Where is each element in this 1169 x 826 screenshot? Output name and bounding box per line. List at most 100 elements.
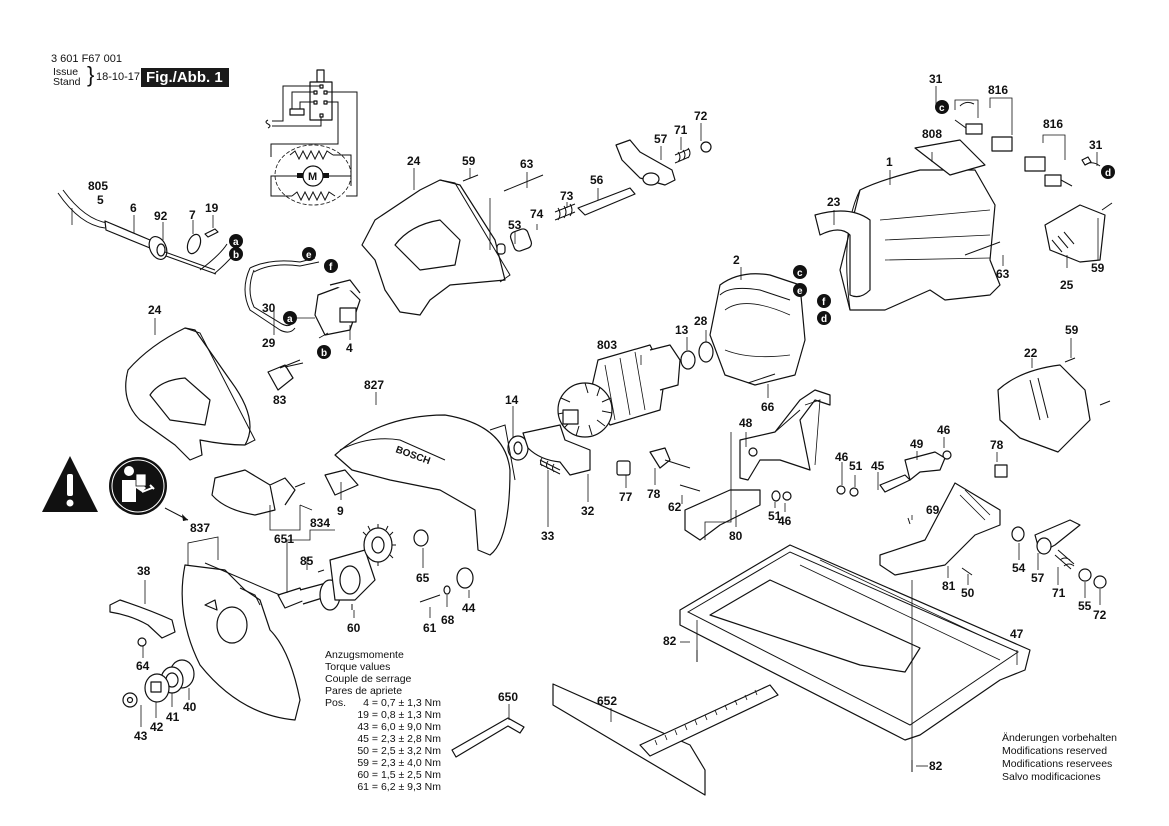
label-57-right: 57 xyxy=(1031,571,1045,585)
svg-text:b: b xyxy=(321,348,327,359)
label-45: 45 xyxy=(871,459,885,473)
torque-row: 19 = 0,8 ± 1,3 Nm xyxy=(325,709,441,721)
label-59-fan-cover: 59 xyxy=(1065,323,1079,337)
label-53: 53 xyxy=(508,218,522,232)
label-33: 33 xyxy=(541,529,555,543)
label-71-right: 71 xyxy=(1052,586,1066,600)
label-55: 55 xyxy=(1078,599,1092,613)
torque-value: = 2,3 ± 2,8 Nm xyxy=(369,733,442,745)
svg-text:f: f xyxy=(822,297,826,308)
torque-position: 43 xyxy=(357,721,369,733)
note-de: Änderungen vorbehalten xyxy=(1002,732,1118,744)
label-44: 44 xyxy=(462,601,476,615)
modification-notes: Änderungen vorbehalten Modifications res… xyxy=(1002,732,1117,784)
label-62: 62 xyxy=(668,500,682,514)
torque-row: 59 = 2,3 ± 4,0 Nm xyxy=(325,757,441,769)
torque-row: 60 = 1,5 ± 2,5 Nm xyxy=(325,769,441,781)
torque-heading-de: Anzugsmomente xyxy=(325,649,404,661)
note-fr: Modifications reservees xyxy=(1002,758,1113,770)
label-650: 650 xyxy=(498,690,518,704)
torque-position: 59 xyxy=(357,757,369,769)
torque-row: 61 = 6,2 ± 9,3 Nm xyxy=(325,781,441,793)
wiring-schematic: M xyxy=(265,69,358,206)
label-72-right: 72 xyxy=(1093,608,1107,622)
figure-label: Fig./Abb. 1 xyxy=(141,68,229,87)
svg-text:e: e xyxy=(306,250,312,261)
torque-values-table: Anzugsmomente Torque values Couple de se… xyxy=(325,649,441,793)
motor-symbol: M xyxy=(308,171,317,183)
label-66: 66 xyxy=(761,400,775,414)
label-22: 22 xyxy=(1024,346,1038,360)
svg-text:a: a xyxy=(287,314,293,325)
bevel-bracket xyxy=(649,389,831,541)
label-7: 7 xyxy=(189,208,196,222)
torque-value: = 2,3 ± 4,0 Nm xyxy=(369,757,442,769)
label-805: 805 xyxy=(88,179,108,193)
switch-assembly xyxy=(244,257,361,391)
label-4: 4 xyxy=(346,341,353,355)
label-85: 85 xyxy=(300,554,314,568)
label-59-right: 59 xyxy=(1091,261,1105,275)
label-28: 28 xyxy=(694,314,708,328)
label-2: 2 xyxy=(733,253,740,267)
label-6: 6 xyxy=(130,201,137,215)
label-63-top: 63 xyxy=(520,157,534,171)
guard-lever xyxy=(109,599,176,647)
label-9: 9 xyxy=(337,504,344,518)
label-81: 81 xyxy=(942,579,956,593)
label-92: 92 xyxy=(154,209,168,223)
label-808: 808 xyxy=(922,127,942,141)
label-31-top: 31 xyxy=(929,72,943,86)
torque-value: = 0,7 ± 1,3 Nm xyxy=(369,697,442,709)
read-manual-icon xyxy=(109,457,167,515)
fan-cover xyxy=(997,357,1111,453)
power-cord-assembly xyxy=(57,189,237,275)
torque-value: = 2,5 ± 3,2 Nm xyxy=(369,745,442,757)
armature xyxy=(557,344,691,438)
wire-marker-c: c xyxy=(793,265,807,279)
wire-marker-c: c xyxy=(935,100,949,114)
label-43: 43 xyxy=(134,729,148,743)
label-74: 74 xyxy=(530,207,544,221)
svg-text:c: c xyxy=(797,268,803,279)
label-46-left: 46 xyxy=(835,450,849,464)
hex-key xyxy=(451,717,525,758)
label-80: 80 xyxy=(729,529,743,543)
brace-icon: } xyxy=(87,62,95,87)
label-837: 837 xyxy=(190,521,210,535)
torque-row: Pos.4 = 0,7 ± 1,3 Nm xyxy=(325,697,441,709)
label-834: 834 xyxy=(310,516,330,530)
label-816-second: 816 xyxy=(1043,117,1063,131)
label-54: 54 xyxy=(1012,561,1026,575)
label-46-center: 46 xyxy=(778,514,792,528)
label-25: 25 xyxy=(1060,278,1074,292)
bevel-assembly-right xyxy=(836,450,1107,589)
label-49: 49 xyxy=(910,437,924,451)
label-40: 40 xyxy=(183,700,197,714)
label-56: 56 xyxy=(590,173,604,187)
torque-position: 19 xyxy=(357,709,369,721)
label-48: 48 xyxy=(739,416,753,430)
label-59-top: 59 xyxy=(462,154,476,168)
torque-position: 50 xyxy=(357,745,369,757)
motor-housing xyxy=(814,139,1113,311)
label-42: 42 xyxy=(150,720,164,734)
torque-value: = 6,0 ± 9,0 Nm xyxy=(369,721,442,733)
label-64: 64 xyxy=(136,659,150,673)
handle-half-right xyxy=(361,179,511,316)
wire-markers: a b e f a b c d c e f d xyxy=(229,100,1115,359)
depth-lock-assembly xyxy=(462,139,712,255)
warning-triangle-icon xyxy=(42,456,98,512)
label-65: 65 xyxy=(416,571,430,585)
lower-blade-guard xyxy=(181,562,301,721)
wire-marker-b: b xyxy=(317,345,331,359)
label-24-right-handle: 24 xyxy=(407,154,421,168)
label-72-top: 72 xyxy=(694,109,708,123)
label-1: 1 xyxy=(886,155,893,169)
label-82-bottom: 82 xyxy=(929,759,943,773)
torque-heading-en: Torque values xyxy=(325,661,391,673)
label-29: 29 xyxy=(262,336,276,350)
wire-marker-f: f xyxy=(817,294,831,308)
